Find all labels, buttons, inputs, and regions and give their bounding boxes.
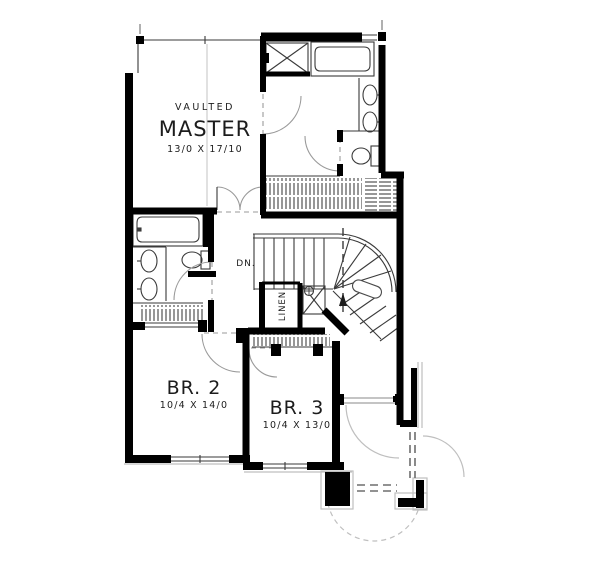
master-toilet bbox=[351, 145, 380, 167]
master-bath-door bbox=[262, 94, 302, 135]
hall-vanity-sinks bbox=[133, 246, 167, 301]
master-tag: VAULTED bbox=[175, 102, 235, 113]
stair-direction bbox=[339, 228, 347, 312]
hall-bath-door bbox=[173, 261, 213, 301]
wall-diagonal bbox=[321, 307, 350, 336]
shower bbox=[265, 42, 309, 74]
handrail-bullnose bbox=[351, 279, 383, 299]
staircase-down bbox=[253, 233, 400, 342]
br2-window bbox=[170, 455, 230, 463]
br3-closet-hatch bbox=[252, 334, 330, 346]
stairs-down-label: DN. bbox=[236, 259, 256, 269]
railing-open-to-below bbox=[344, 397, 395, 404]
hall-toilet bbox=[181, 250, 211, 270]
master-vanity-sinks bbox=[337, 78, 382, 133]
master-name: MASTER bbox=[159, 117, 252, 141]
br3-window bbox=[262, 462, 308, 470]
hall-bathtub bbox=[132, 212, 204, 247]
door-arc-below-hall bbox=[345, 404, 400, 459]
br2-name: BR. 2 bbox=[167, 377, 222, 399]
master-bathtub bbox=[310, 41, 375, 77]
corner-marker-ne bbox=[378, 32, 386, 41]
br2-closet-doors bbox=[145, 322, 200, 328]
room-labels: VAULTED MASTER 13/0 X 17/10 BR. 2 10/4 X… bbox=[159, 102, 331, 431]
floor-below-dashed-walls bbox=[357, 432, 416, 492]
br2-dims: 10/4 X 14/0 bbox=[160, 400, 228, 411]
br2-closet-hatch bbox=[140, 305, 203, 322]
walls bbox=[125, 32, 424, 508]
master-dims: 13/0 X 17/10 bbox=[167, 144, 243, 155]
wall-below-block bbox=[325, 472, 350, 506]
linen-label: LINEN bbox=[278, 291, 288, 321]
linen-chase-box bbox=[302, 285, 326, 315]
master-closet-hatch bbox=[265, 178, 362, 211]
br3-name: BR. 3 bbox=[270, 397, 325, 419]
door-arc-below-entry bbox=[326, 493, 422, 542]
br2-door-jamb bbox=[236, 328, 248, 343]
floor-below-outline bbox=[124, 362, 465, 542]
br3-dims: 10/4 X 13/0 bbox=[263, 420, 331, 431]
stair-arrow bbox=[339, 293, 347, 306]
br2-door bbox=[201, 332, 241, 373]
corner-marker-nw bbox=[136, 36, 144, 44]
master-double-door bbox=[216, 186, 264, 213]
wall-bath-tub-stub bbox=[203, 211, 211, 247]
shower-head bbox=[262, 53, 269, 63]
master-closet-hatch-side bbox=[364, 178, 397, 211]
wc-door bbox=[304, 135, 341, 172]
door-arc-below-right bbox=[422, 435, 465, 478]
closet-rod-hatching bbox=[140, 178, 397, 346]
